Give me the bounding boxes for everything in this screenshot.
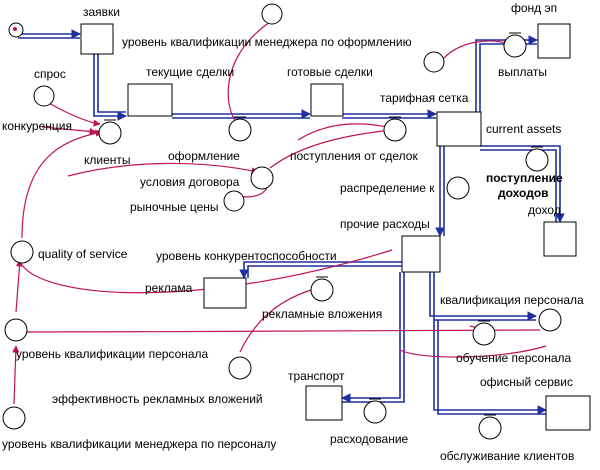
label-obsluzhivanie: обслуживание клиентов <box>440 449 574 463</box>
label-oformlenie: оформление <box>168 149 240 163</box>
label-vyplaty: выплаты <box>498 65 547 79</box>
flow-valves <box>98 32 549 440</box>
label-klienty: клиенты <box>84 153 131 167</box>
label-rynochnye-tseny: рыночные цены <box>130 200 219 214</box>
aux-uroven-menedzhera-personal[interactable] <box>2 406 26 430</box>
label-uroven-menedzhera-oformlenie: уровень квалификации менеджера по оформл… <box>122 35 412 49</box>
valve-postuplenie-dokhodov[interactable] <box>525 148 549 172</box>
label-spros: спрос <box>34 67 66 81</box>
label-reklama: реклама <box>145 281 193 295</box>
valve-klienty[interactable] <box>98 121 122 145</box>
stock-transport[interactable] <box>305 385 343 421</box>
stock-current-assets[interactable] <box>436 111 482 147</box>
auxiliary-circles <box>2 3 562 430</box>
label-tekushchie-sdelki: текущие сделки <box>146 65 234 79</box>
label-uroven-personala: уровень квалификации персонала <box>16 347 209 361</box>
label-prochie-raskhody: прочие расходы <box>340 217 430 231</box>
aux-rynochnye-tseny[interactable] <box>223 190 245 212</box>
label-current-assets: current assets <box>486 122 561 136</box>
label-transport: транспорт <box>288 369 345 383</box>
flow-pipes <box>18 29 565 415</box>
label-raskhodovanie: расходование <box>330 432 409 446</box>
label-postupleniya: поступления от сделок <box>290 149 418 163</box>
label-dokhod: доход <box>528 203 561 217</box>
label-usloviya-dogovora: условия договора <box>140 175 240 189</box>
label-reklamnye-vlozheniya: рекламные вложения <box>262 307 382 321</box>
label-fond-ep: фонд эп <box>511 1 557 15</box>
label-raspredelenie: распределение к <box>340 181 435 195</box>
valve-reklamnye[interactable] <box>310 278 334 302</box>
aux-uroven-menedzhera-oformlenie[interactable] <box>261 3 283 25</box>
stock-gotovye-sdelki[interactable] <box>310 83 344 117</box>
stocks <box>80 23 591 431</box>
stock-prochie-raskhody[interactable] <box>401 235 441 273</box>
aux-kvalifikatsiya-personala[interactable] <box>538 308 562 332</box>
label-konkurentosposobnost: уровень конкурентоспособности <box>156 249 337 263</box>
stock-zayavki[interactable] <box>80 23 114 55</box>
valve-raspredelenie[interactable] <box>446 176 470 200</box>
valve-postupleniya[interactable] <box>383 118 407 142</box>
label-zayavki: заявки <box>83 5 120 19</box>
aux-tarifnaya-setka[interactable] <box>423 51 445 73</box>
valve-oformlenie[interactable] <box>228 118 252 142</box>
aux-usloviya-dogovora[interactable] <box>250 166 274 190</box>
aux-uroven-personala[interactable] <box>4 318 28 342</box>
label-kvalifikatsiya-personala: квалификация персонала <box>440 293 584 307</box>
stock-dokhod[interactable] <box>543 221 577 257</box>
stock-fond-ep[interactable] <box>537 23 571 59</box>
valve-raskhodovanie[interactable] <box>363 400 387 424</box>
label-obuchenie: обучение персонала <box>456 351 572 365</box>
stock-ofisny-servis[interactable] <box>545 395 591 431</box>
label-gotovye-sdelki: готовые сделки <box>287 65 373 79</box>
valve-obuchenie[interactable] <box>472 322 496 346</box>
label-postuplenie-dokhodov-1: поступление <box>486 171 563 185</box>
label-effektivnost: эффективность рекламных вложений <box>52 392 263 406</box>
valve-vyplaty[interactable] <box>503 34 527 58</box>
aux-effektivnost[interactable] <box>228 356 252 380</box>
stock-reklama[interactable] <box>203 277 247 309</box>
aux-spros[interactable] <box>33 85 55 107</box>
label-uroven-menedzhera-personal: уровень квалификации менеджера по персон… <box>2 437 276 451</box>
label-tarifnaya-setka: тарифная сетка <box>380 91 469 105</box>
label-konkurentsiya: конкуренция <box>2 119 72 133</box>
label-quality: quality of service <box>38 247 128 261</box>
aux-quality[interactable] <box>10 240 34 264</box>
label-postuplenie-dokhodov-2: доходов <box>498 186 549 200</box>
labels: заявки текущие сделки готовые сделки cur… <box>2 1 584 463</box>
stock-tekushchie-sdelki[interactable] <box>127 83 173 117</box>
label-ofisny-servis: офисный сервис <box>480 375 573 389</box>
valve-obsluzhivanie[interactable] <box>478 416 502 440</box>
